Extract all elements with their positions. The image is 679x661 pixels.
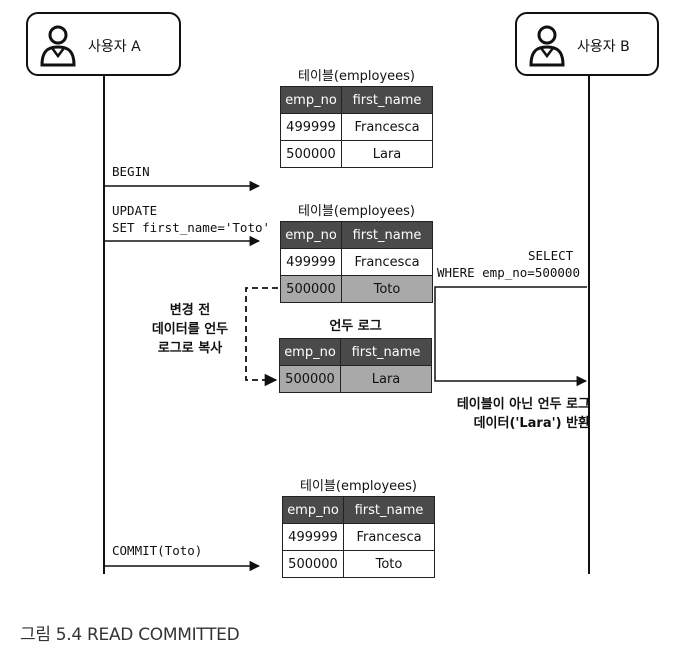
table-header-cell: first_name [341, 221, 433, 249]
lifeline-a [103, 76, 105, 574]
table-header-row: emp_no first_name [279, 338, 432, 366]
actor-a-name: 사용자 A [88, 39, 141, 55]
table-cell: Francesca [341, 113, 433, 141]
arrow-select-path [434, 286, 588, 387]
table-cell: Toto [343, 550, 435, 578]
table-cell: 499999 [282, 523, 344, 551]
user-icon [529, 25, 565, 67]
table-header-cell: emp_no [280, 86, 342, 114]
note-line: 로그로 복사 [157, 341, 223, 356]
undo-log-table: emp_no first_name 500000 Lara [279, 338, 432, 393]
note-line: 데이터를 언두 [151, 322, 229, 337]
table3-caption: 테이블(employees) [300, 479, 417, 494]
actor-b-name: 사용자 B [577, 39, 630, 55]
msg-begin: BEGIN [112, 164, 150, 179]
table2: emp_no first_name 499999 Francesca 50000… [280, 221, 433, 303]
table-row: 500000 Toto [282, 550, 435, 578]
table-header-cell: emp_no [279, 338, 341, 366]
table1: emp_no first_name 499999 Francesca 50000… [280, 86, 433, 168]
figure-caption: 그림 5.4 READ COMMITTED [20, 625, 240, 645]
msg-select-line1: SELECT [528, 248, 574, 263]
user-icon [40, 25, 76, 67]
undo-log-caption: 언두 로그 [329, 319, 382, 334]
msg-select-line2: WHERE emp_no=500000 [437, 265, 580, 280]
table-row: 499999 Francesca [280, 248, 433, 276]
msg-commit: COMMIT(Toto) [112, 543, 203, 558]
table-cell: Lara [341, 140, 433, 168]
actor-user-a: 사용자 A [26, 12, 181, 76]
table-cell: 500000 [279, 365, 341, 393]
lifeline-b [588, 76, 590, 574]
note-return-undo: 테이블이 아닌 언두 로그 데이터('Lara') 반환 [390, 395, 590, 433]
table-cell: 500000 [280, 275, 342, 303]
table2-caption: 테이블(employees) [298, 204, 415, 219]
table-header-cell: first_name [341, 86, 433, 114]
table-row: 499999 Francesca [282, 523, 435, 551]
table-cell: 500000 [280, 140, 342, 168]
table-header-cell: first_name [343, 496, 435, 524]
table-row: 499999 Francesca [280, 113, 433, 141]
table-header-cell: emp_no [282, 496, 344, 524]
note-line: 테이블이 아닌 언두 로그 [456, 397, 590, 412]
msg-update-line2: SET first_name='Toto' [112, 220, 271, 235]
table-header-cell: first_name [340, 338, 432, 366]
table-cell: Francesca [341, 248, 433, 276]
table-cell: 499999 [280, 248, 342, 276]
note-copy-to-undo: 변경 전 데이터를 언두 로그로 복사 [128, 301, 252, 358]
table1-caption: 테이블(employees) [298, 69, 415, 84]
table-cell: Francesca [343, 523, 435, 551]
actor-user-b: 사용자 B [515, 12, 659, 76]
table-cell: Toto [341, 275, 433, 303]
table-header-cell: emp_no [280, 221, 342, 249]
msg-update-line1: UPDATE [112, 203, 158, 218]
note-line: 데이터('Lara') 반환 [473, 416, 590, 431]
table-cell: 500000 [282, 550, 344, 578]
table-row-highlighted: 500000 Toto [280, 275, 433, 303]
note-line: 변경 전 [169, 303, 211, 318]
table-header-row: emp_no first_name [280, 221, 433, 249]
table-row-highlighted: 500000 Lara [279, 365, 432, 393]
table-cell: Lara [340, 365, 432, 393]
table-row: 500000 Lara [280, 140, 433, 168]
table-cell: 499999 [280, 113, 342, 141]
table3: emp_no first_name 499999 Francesca 50000… [282, 496, 435, 578]
table-header-row: emp_no first_name [280, 86, 433, 114]
table-header-row: emp_no first_name [282, 496, 435, 524]
